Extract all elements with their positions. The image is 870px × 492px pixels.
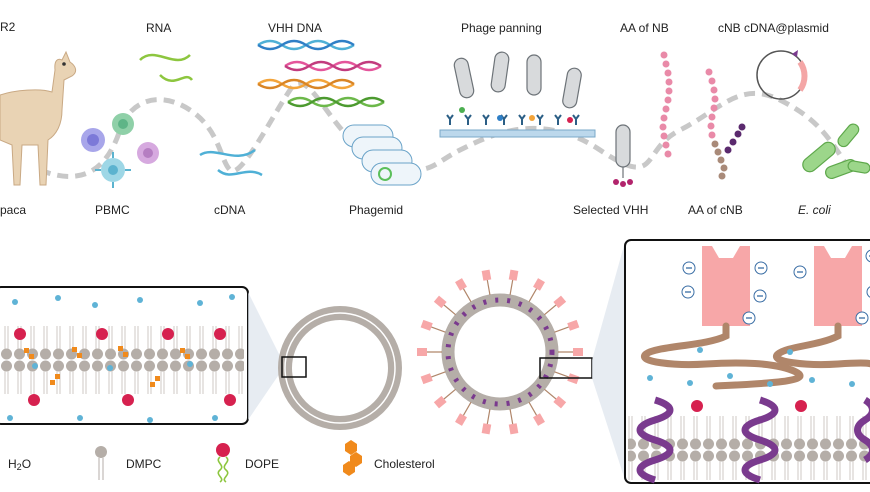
- antibody-icon: [508, 423, 519, 435]
- plasmid: [756, 50, 808, 100]
- rna-strand: [139, 53, 194, 82]
- label-r2: R2: [0, 20, 16, 34]
- antibody-icon: [481, 269, 492, 281]
- label-vhh-dna: VHH DNA: [268, 21, 323, 35]
- antibody-icon: [481, 423, 492, 435]
- cdna-strand: [199, 148, 263, 177]
- legend-icons: [95, 440, 362, 483]
- legend-water-o: O: [21, 457, 32, 471]
- antibody-icon: [533, 278, 545, 291]
- antibody-icon: [533, 413, 545, 426]
- label-alpaca: paca: [0, 203, 27, 217]
- label-phagemid: Phagemid: [349, 203, 404, 217]
- label-aa-of-nb: AA of NB: [620, 21, 669, 35]
- label-selected-vhh: Selected VHH: [573, 203, 649, 217]
- alpaca-illustration: [0, 50, 77, 186]
- antibody-icon: [508, 269, 519, 281]
- membrane-zoom-left: [0, 286, 249, 425]
- selected-vhh-phage: [613, 124, 633, 187]
- legend-cholesterol: Cholesterol: [374, 457, 435, 471]
- antibody-icon: [433, 395, 447, 409]
- legend-water-h: H: [8, 457, 17, 471]
- antibody-icon: [573, 348, 583, 356]
- legend-dmpc: DMPC: [126, 457, 162, 471]
- label-rna: RNA: [146, 21, 172, 35]
- ecoli-cells: [802, 123, 870, 180]
- antibody-icon: [553, 295, 567, 309]
- label-cnb-plasmid: cNB cDNA@plasmid: [718, 21, 829, 35]
- antibody-icon: [455, 278, 467, 291]
- antibody-icon: [567, 319, 580, 331]
- label-aa-of-cnb: AA of cNB: [688, 203, 743, 217]
- antibody-icon: [553, 395, 567, 409]
- vhh-dna-helices: [257, 39, 385, 108]
- membrane-zoom-right: [624, 239, 870, 484]
- antibody-icon: [420, 373, 433, 385]
- legend-water: H2O: [8, 457, 31, 472]
- antibody-icon: [433, 295, 447, 309]
- aa-of-cnb-chain: [705, 68, 746, 180]
- legend-dope: DOPE: [245, 457, 280, 471]
- plain-liposome: [278, 306, 402, 430]
- aa-of-nb-chain: [659, 51, 673, 158]
- antibody-icon: [420, 319, 433, 331]
- pbmc-cells: [81, 113, 159, 188]
- label-cdna: cDNA: [214, 203, 246, 217]
- label-phage-panning: Phage panning: [461, 21, 542, 35]
- legend-water-sub: 2: [16, 462, 22, 472]
- label-pbmc: PBMC: [95, 203, 130, 217]
- antibody-icon: [417, 348, 427, 356]
- phagemid-stack: [342, 124, 422, 186]
- antibody-icon: [455, 413, 467, 426]
- label-ecoli: E. coli: [798, 203, 831, 217]
- phage-panning: [439, 51, 596, 138]
- decorated-liposome: [417, 269, 593, 435]
